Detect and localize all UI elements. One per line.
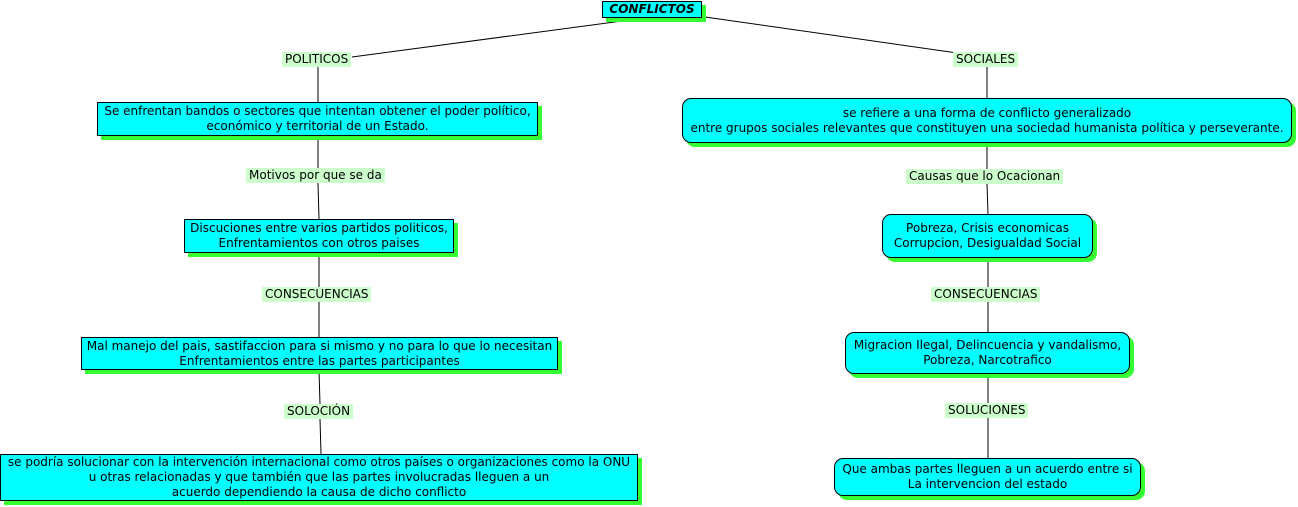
politicos-definition-node[interactable]: Se enfrentan bandos o sectores que inten…	[97, 102, 538, 136]
node-text-line: Enfrentamientos entre las partes partici…	[179, 353, 460, 368]
link-label-motivos: Motivos por que se da	[246, 168, 385, 183]
node-text-line: Pobreza, Narcotrafico	[923, 353, 1052, 367]
sociales-definition-node[interactable]: se refiere a una forma de conflicto gene…	[682, 98, 1292, 143]
politicos-solution-node[interactable]: se podría solucionar con la intervención…	[0, 454, 638, 501]
root-title: CONFLICTOS	[609, 2, 695, 16]
node-text-line: entre grupos sociales relevantes que con…	[690, 120, 1284, 135]
node-text-line: económico y territorial de un Estado.	[206, 119, 429, 133]
node-text-line: u otras relacionadas y que también que l…	[88, 470, 550, 484]
link-label-soluciones: SOLUCIONES	[945, 403, 1029, 418]
sociales-causes-node[interactable]: Pobreza, Crisis economicas Corrupcion, D…	[882, 214, 1093, 258]
node-text-line: Corrupcion, Desigualdad Social	[893, 236, 1082, 250]
node-text-line: La intervencion del estado	[907, 477, 1068, 491]
branch-label-sociales: SOCIALES	[953, 52, 1019, 67]
node-text-line: Enfrentamientos con otros paises	[218, 236, 420, 250]
sociales-solution-node[interactable]: Que ambas partes lleguen a un acuerdo en…	[834, 458, 1141, 496]
node-text-line: Migracion Ilegal, Delincuencia y vandali…	[853, 338, 1122, 352]
link-label-causas: Causas que lo Ocacionan	[906, 169, 1064, 184]
node-text-line: acuerdo dependiendo la causa de dicho co…	[171, 485, 467, 499]
link-label-consecuencias-left: CONSECUENCIAS	[262, 287, 372, 302]
node-text-line: Discuciones entre varios partidos politi…	[190, 221, 448, 235]
link-label-consecuencias-right: CONSECUENCIAS	[931, 287, 1041, 302]
politicos-consequences-node[interactable]: Mal manejo del pais, sastifaccion para s…	[81, 337, 558, 370]
node-text-line: se podría solucionar con la intervención…	[7, 455, 631, 469]
node-text-line: se refiere a una forma de conflicto gene…	[842, 105, 1132, 120]
branch-label-politicos: POLITICOS	[282, 52, 352, 67]
node-text-line: Mal manejo del pais, sastifaccion para s…	[86, 338, 553, 353]
node-text-line: Que ambas partes lleguen a un acuerdo en…	[842, 462, 1133, 476]
node-text-line: Pobreza, Crisis economicas	[906, 221, 1069, 235]
sociales-consequences-node[interactable]: Migracion Ilegal, Delincuencia y vandali…	[845, 332, 1130, 374]
root-node-conflictos[interactable]: CONFLICTOS	[602, 1, 702, 18]
politicos-causes-node[interactable]: Discuciones entre varios partidos politi…	[184, 219, 454, 253]
link-label-solucion-left: SOLOCIÓN	[284, 404, 354, 419]
node-text-line: Se enfrentan bandos o sectores que inten…	[104, 104, 531, 118]
